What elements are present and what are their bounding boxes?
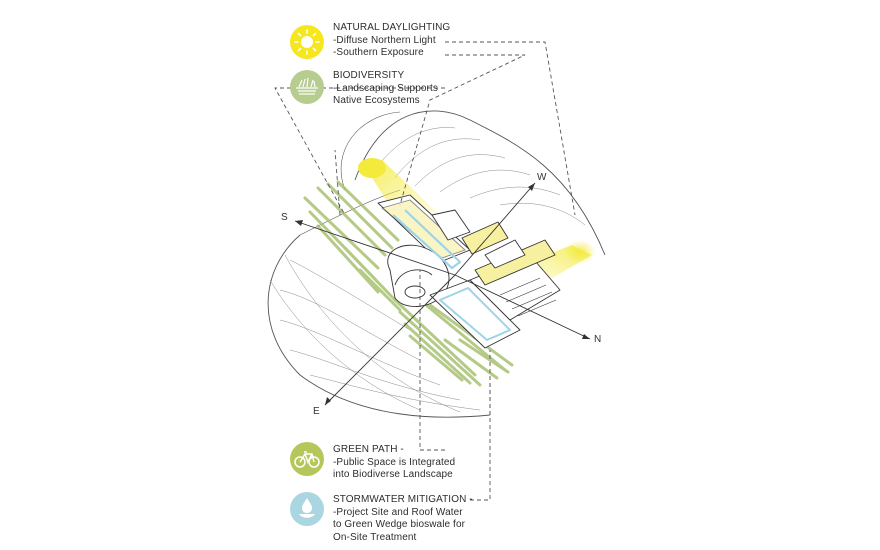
legend-title: NATURAL DAYLIGHTING <box>333 22 451 33</box>
legend-stormwater-mitigation: STORMWATER MITIGATION - -Project Site an… <box>333 494 473 544</box>
water-drop-icon <box>290 492 324 526</box>
legend-line: -Landscaping Supports <box>333 82 438 94</box>
legend-title: BIODIVERSITY <box>333 70 405 81</box>
legend-title: GREEN PATH - <box>333 444 404 455</box>
legend-line: -Diffuse Northern Light <box>333 34 436 46</box>
building-massing <box>377 194 561 349</box>
compass-north: N <box>594 334 602 345</box>
legend-line: -Public Space is Integrated <box>333 456 456 468</box>
legend-line: into Biodiverse Landscape <box>333 469 453 480</box>
legend-line: Native Ecosystems <box>333 95 420 106</box>
compass-arrowheads <box>295 183 590 405</box>
legend-title: STORMWATER MITIGATION - <box>333 494 473 505</box>
compass-west: W <box>537 172 547 183</box>
legend-line: to Green Wedge bioswale for <box>333 519 466 530</box>
bicycle-icon <box>290 442 324 476</box>
compass-axes <box>294 182 591 406</box>
sun-icon <box>290 25 324 59</box>
legend-line: On-Site Treatment <box>333 531 417 543</box>
legend-line: -Project Site and Roof Water <box>333 506 463 518</box>
landscape-icon <box>290 70 324 104</box>
compass-south: S <box>281 212 288 223</box>
leader-lines <box>274 41 576 501</box>
legend-green-path: GREEN PATH - -Public Space is Integrated… <box>333 444 455 482</box>
landscape-stripes <box>303 180 514 387</box>
compass-east: E <box>313 406 320 417</box>
legend-line: -Southern Exposure <box>333 47 424 58</box>
legend-natural-daylighting: NATURAL DAYLIGHTING -Diffuse Northern Li… <box>333 22 450 60</box>
legend-biodiversity: BIODIVERSITY -Landscaping Supports Nativ… <box>333 70 438 108</box>
